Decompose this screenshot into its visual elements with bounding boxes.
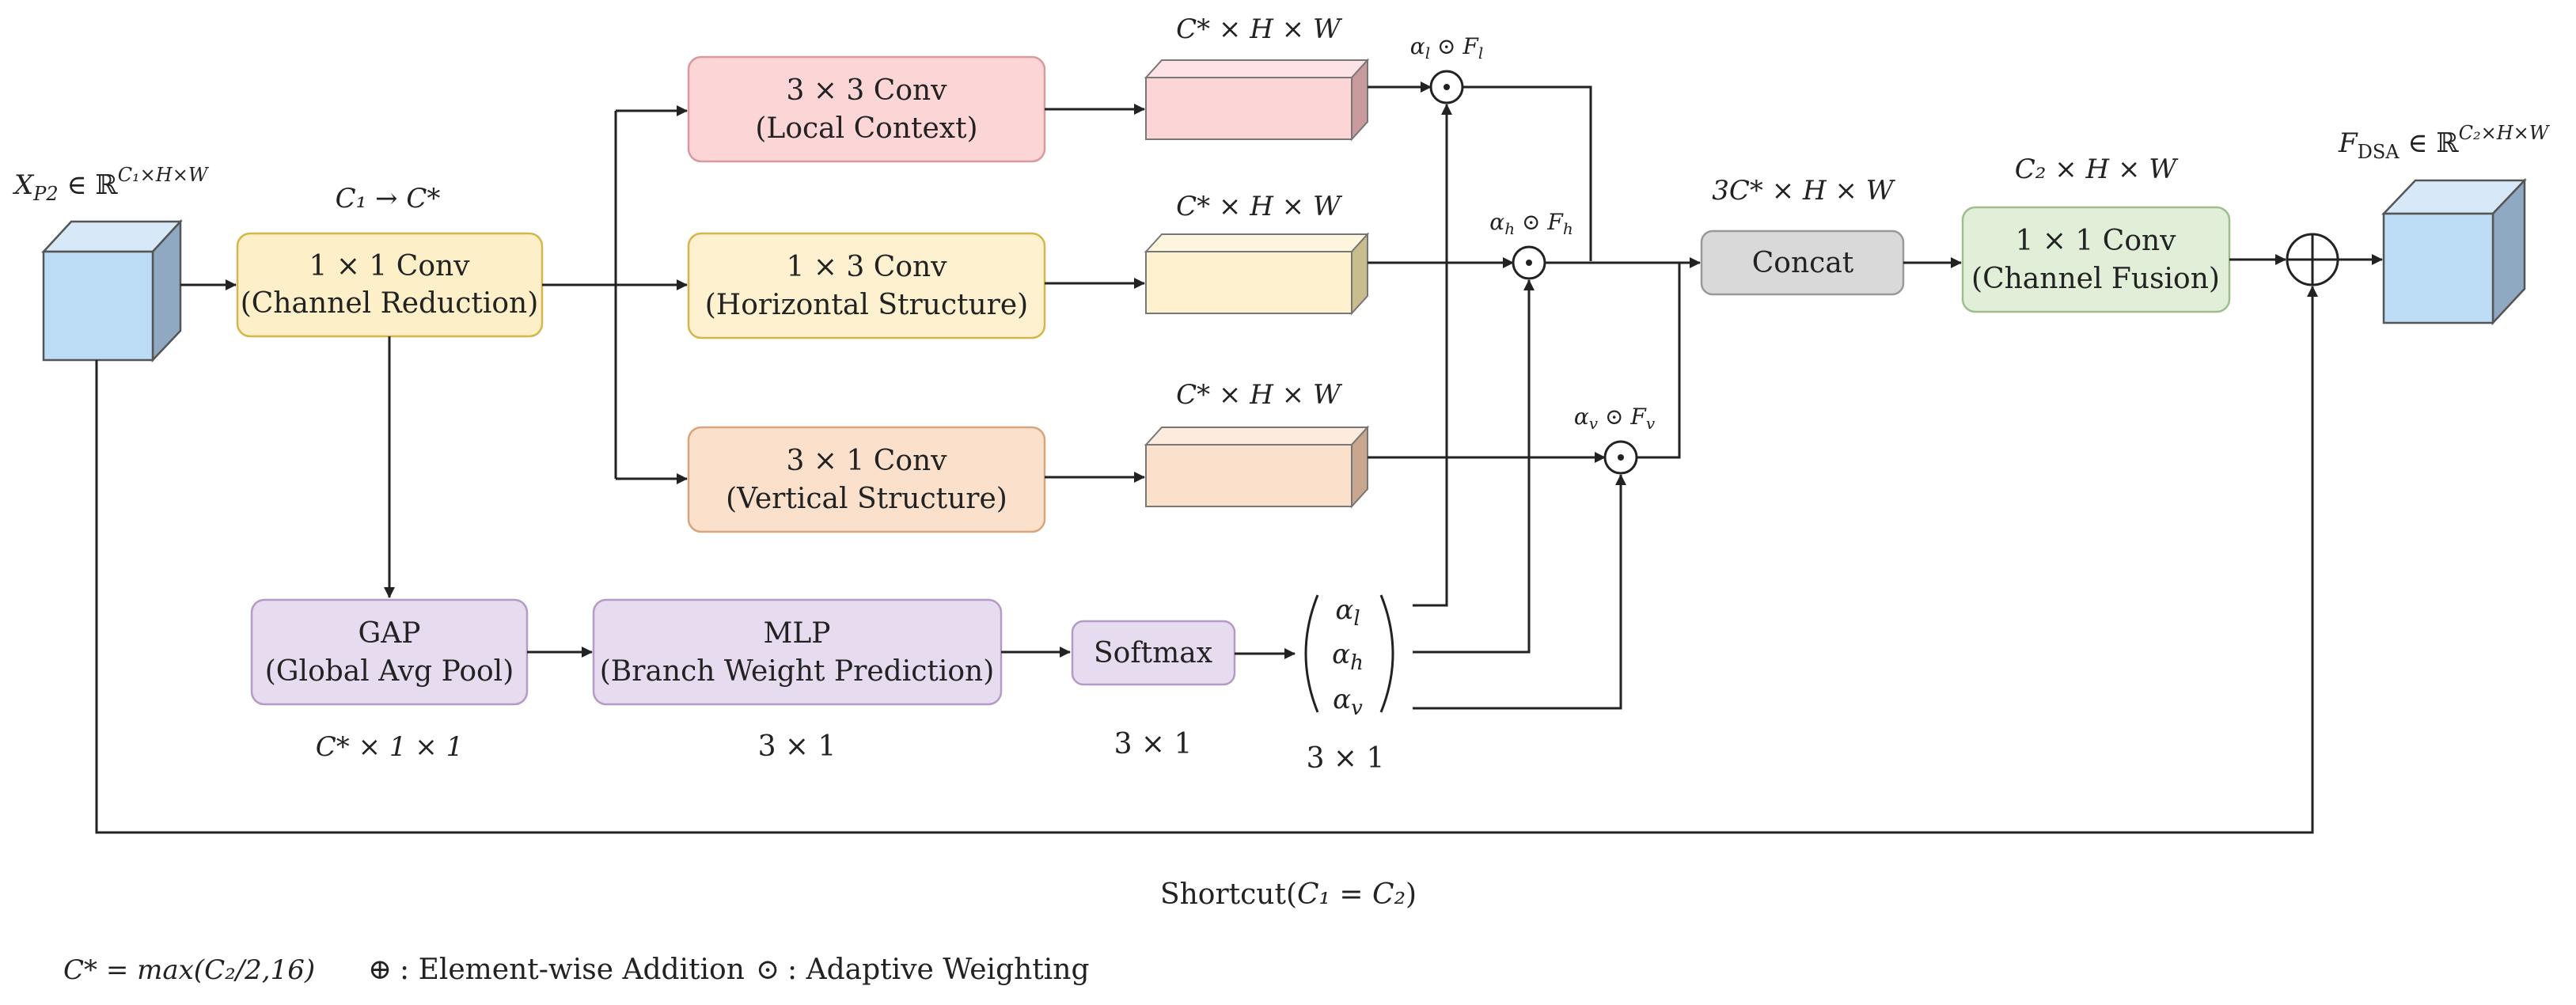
alpha-left-paren [1304, 594, 1319, 713]
branch-vertical-title: 3 × 1 Conv [786, 445, 947, 477]
line-vertical-to-merge [1637, 263, 1681, 459]
horizontal-block-top [1144, 233, 1370, 252]
alpha-l: αl [1335, 594, 1360, 631]
alpha-h: αh [1332, 639, 1364, 675]
input-label: XP2 ∈ ℝC₁×H×W [12, 164, 210, 205]
softmax-dim: 3 × 1 [1114, 728, 1193, 760]
weight-local-dot-center [1444, 84, 1450, 90]
softmax-title: Softmax [1094, 637, 1212, 669]
line-local-to-merge [1463, 85, 1592, 261]
legend-weight-symbol: ⊙ [756, 954, 780, 986]
reduction-title: 1 × 1 Conv [309, 250, 470, 283]
fusion-conv-box [1961, 206, 2231, 313]
legend-formula: C* = max(C₂/2,16) [63, 954, 315, 986]
concat-title: Concat [1752, 247, 1854, 279]
branch-vertical-dim: C* × H × W [1176, 379, 1343, 411]
reduction-conv-box [236, 232, 544, 338]
alpha-v: αv [1333, 684, 1363, 720]
local-block-front [1145, 77, 1352, 140]
horizontal-block-front [1145, 251, 1352, 314]
branch-local-dim: C* × H × W [1176, 13, 1343, 45]
weight-horizontal-label: αh ⊙ Fh [1489, 209, 1573, 238]
branch-vertical-subtitle: (Vertical Structure) [726, 483, 1007, 515]
fusion-title: 1 × 1 Conv [2015, 225, 2176, 257]
mlp-box [592, 598, 1003, 706]
branch-local-subtitle: (Local Context) [755, 112, 977, 145]
branch-local-feature-block [1144, 58, 1370, 142]
reduction-subtitle: (Channel Reduction) [241, 287, 539, 320]
weight-local-label: αl ⊙ Fl [1410, 33, 1483, 63]
branch-horizontal-feature-block [1144, 232, 1370, 316]
mlp-subtitle: (Branch Weight Prediction) [600, 655, 995, 688]
gap-box [250, 598, 529, 706]
mlp-title: MLP [764, 617, 831, 650]
branch-horizontal-subtitle: (Horizontal Structure) [705, 289, 1028, 321]
mlp-dim: 3 × 1 [758, 730, 837, 763]
branch-local-title: 3 × 3 Conv [786, 74, 947, 107]
vertical-block-front [1145, 444, 1352, 507]
shortcut-line [95, 286, 2318, 834]
local-block-top [1144, 59, 1370, 78]
legend-weight-text: : Adaptive Weighting [787, 954, 1090, 986]
gap-subtitle: (Global Avg Pool) [265, 655, 514, 688]
alpha-right-paren [1379, 594, 1394, 713]
vertical-block-top [1144, 427, 1370, 446]
branch-vertical-feature-block [1144, 425, 1370, 509]
output-label: FDSA ∈ ℝC₂×H×W [2338, 122, 2551, 163]
reduction-dim-label: C₁ → C* [336, 183, 441, 214]
gap-title: GAP [359, 617, 421, 650]
line-alpha-h-to-weight [1413, 279, 1535, 654]
branch-horizontal-dim: C* × H × W [1176, 191, 1343, 222]
fusion-dim-label: C₂ × H × W [2015, 154, 2180, 185]
weight-vertical-label: αv ⊙ Fv [1574, 404, 1656, 433]
input-tensor-cube [41, 218, 183, 363]
gap-dim: C* × 1 × 1 [316, 731, 464, 763]
output-tensor-cube [2381, 177, 2527, 326]
branch-horizontal-conv-box [687, 232, 1046, 339]
concat-dim-label: 3C* × H × W [1712, 175, 1896, 207]
line-alpha-l-to-weight [1413, 104, 1452, 607]
shortcut-label: Shortcut(C₁ = C₂) [1160, 878, 1417, 911]
branch-horizontal-title: 1 × 3 Conv [786, 251, 947, 283]
weight-vertical-dot-center [1618, 454, 1624, 461]
alpha-vector: αl αh αv 3 × 1 [1304, 594, 1394, 775]
line-alpha-v-to-weight [1413, 474, 1626, 710]
alpha-dim: 3 × 1 [1307, 742, 1385, 775]
fusion-subtitle: (Channel Fusion) [1971, 263, 2220, 295]
legend-add-symbol: ⊕ [368, 954, 392, 986]
legend-add-text: : Element-wise Addition [400, 954, 745, 986]
input-cube-front [42, 250, 154, 362]
branch-local-conv-box [687, 55, 1046, 163]
branch-vertical-conv-box [687, 426, 1046, 533]
output-cube-front [2382, 212, 2494, 324]
weight-horizontal-dot-center [1526, 260, 1532, 266]
